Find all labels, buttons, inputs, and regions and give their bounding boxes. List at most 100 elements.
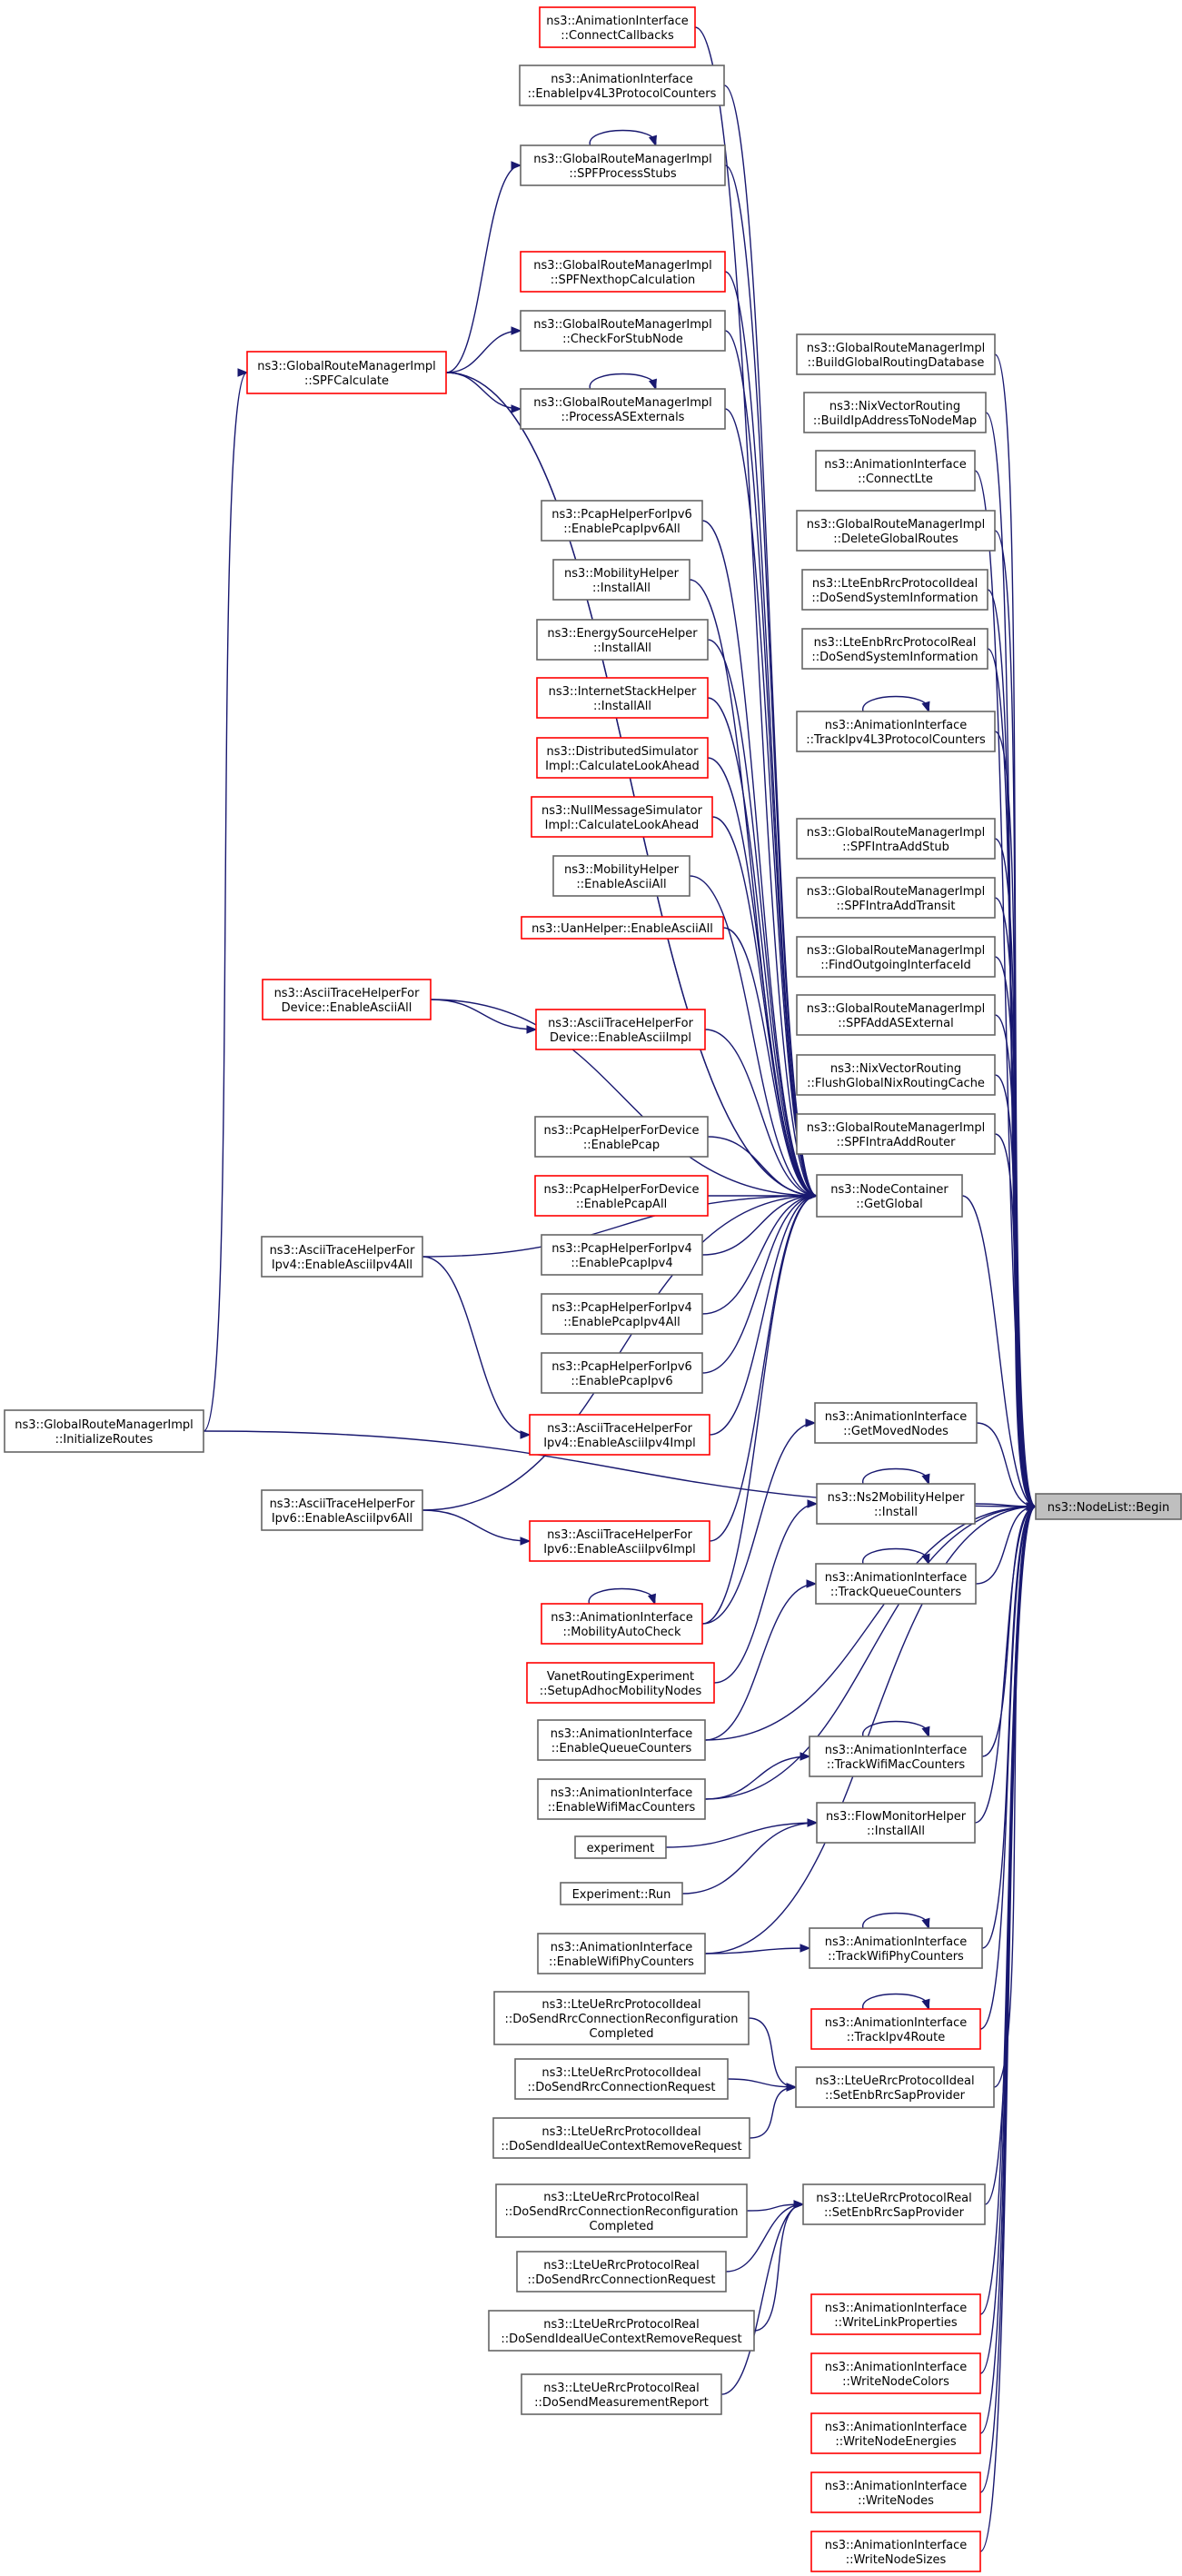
node-idealreconf[interactable]: ns3::LteUeRrcProtocolIdeal::DoSendRrcCon… bbox=[493, 1991, 750, 2045]
node-realremove[interactable]: ns3::LteUeRrcProtocolReal::DoSendIdealUe… bbox=[488, 2310, 755, 2352]
node-spfrouter[interactable]: ns3::GlobalRouteManagerImpl::SPFIntraAdd… bbox=[796, 1113, 996, 1155]
node-spfaddas[interactable]: ns3::GlobalRouteManagerImpl::SPFAddASExt… bbox=[796, 994, 996, 1036]
node-delglobal[interactable]: ns3::GlobalRouteManagerImpl::DeleteGloba… bbox=[796, 510, 996, 552]
node-ns2mob[interactable]: ns3::Ns2MobilityHelper::Install bbox=[816, 1483, 976, 1525]
arrow-head bbox=[511, 161, 522, 170]
node-pcapipv6all[interactable]: ns3::PcapHelperForIpv6::EnablePcapIpv6Al… bbox=[541, 500, 703, 542]
edge-path bbox=[422, 1195, 818, 1258]
edge-path bbox=[589, 129, 657, 146]
node-label: ns3::PcapHelperForDevice bbox=[544, 1183, 700, 1197]
node-enipv4l3[interactable]: ns3::AnimationInterface::EnableIpv4L3Pro… bbox=[519, 65, 725, 106]
node-label: ns3::LteUeRrcProtocolIdeal bbox=[541, 1998, 700, 2012]
node-ipv4asciiall[interactable]: ns3::AsciiTraceHelperForIpv4::EnableAsci… bbox=[261, 1236, 423, 1278]
node-label: ns3::MobilityHelper bbox=[564, 567, 680, 581]
node-trackwifimac[interactable]: ns3::AnimationInterface::TrackWifiMacCou… bbox=[809, 1736, 983, 1777]
node-idealsap[interactable]: ns3::LteUeRrcProtocolIdeal::SetEnbRrcSap… bbox=[795, 2066, 995, 2108]
node-devasciiall[interactable]: ns3::AsciiTraceHelperForDevice::EnableAs… bbox=[262, 979, 432, 1020]
node-realreq[interactable]: ns3::LteUeRrcProtocolReal::DoSendRrcConn… bbox=[516, 2251, 727, 2293]
node-label: ns3::LteUeRrcProtocolReal bbox=[816, 2192, 972, 2205]
node-spfstub[interactable]: ns3::GlobalRouteManagerImpl::SPFIntraAdd… bbox=[796, 818, 996, 860]
edge-mobauto-to-mobauto bbox=[588, 1587, 657, 1606]
node-enbreal[interactable]: ns3::LteEnbRrcProtocolReal::DoSendSystem… bbox=[801, 628, 988, 670]
node-realsap[interactable]: ns3::LteUeRrcProtocolReal::SetEnbRrcSapP… bbox=[802, 2183, 986, 2225]
node-label: ns3::GlobalRouteManagerImpl bbox=[807, 342, 986, 355]
node-getglobal[interactable]: ns3::NodeContainer::GetGlobal bbox=[816, 1174, 963, 1218]
node-label: ns3::AnimationInterface bbox=[546, 15, 689, 28]
node-enbideal[interactable]: ns3::LteEnbRrcProtocolIdeal::DoSendSyste… bbox=[801, 569, 988, 611]
node-box bbox=[541, 1603, 703, 1645]
node-connectlte[interactable]: ns3::AnimationInterface::ConnectLte bbox=[815, 450, 976, 492]
node-label: ns3::GlobalRouteManagerImpl bbox=[807, 518, 986, 532]
node-writecolors[interactable]: ns3::AnimationInterface::WriteNodeColors bbox=[810, 2352, 981, 2394]
node-idealremove[interactable]: ns3::LteUeRrcProtocolIdeal::DoSendIdealU… bbox=[492, 2117, 750, 2159]
node-box bbox=[796, 1113, 996, 1155]
node-mobauto[interactable]: ns3::AnimationInterface::MobilityAutoChe… bbox=[541, 1603, 703, 1645]
edge-idealremove-to-idealsap bbox=[749, 2083, 798, 2139]
node-spfnexthop[interactable]: ns3::GlobalRouteManagerImpl::SPFNexthopC… bbox=[520, 251, 726, 293]
node-label: ns3::GlobalRouteManagerImpl bbox=[533, 259, 712, 273]
node-writelink[interactable]: ns3::AnimationInterface::WriteLinkProper… bbox=[810, 2293, 981, 2335]
node-devpcapall[interactable]: ns3::PcapHelperForDevice::EnablePcapAll bbox=[534, 1175, 709, 1217]
edge-path bbox=[422, 1509, 531, 1542]
node-buildglobal[interactable]: ns3::GlobalRouteManagerImpl::BuildGlobal… bbox=[796, 333, 996, 375]
node-writesizes[interactable]: ns3::AnimationInterface::WriteNodeSizes bbox=[810, 2531, 981, 2572]
node-trackqueue[interactable]: ns3::AnimationInterface::TrackQueueCount… bbox=[815, 1563, 977, 1605]
node-init[interactable]: ns3::GlobalRouteManagerImpl::InitializeR… bbox=[4, 1409, 204, 1453]
node-devpcap[interactable]: ns3::PcapHelperForDevice::EnablePcap bbox=[534, 1116, 709, 1158]
node-exprun[interactable]: Experiment::Run bbox=[560, 1882, 683, 1905]
node-trackipv4l3[interactable]: ns3::AnimationInterface::TrackIpv4L3Prot… bbox=[796, 711, 996, 752]
node-label: ::DoSendIdealUeContextRemoveRequest bbox=[501, 2332, 741, 2346]
node-box bbox=[802, 2183, 986, 2225]
node-mobascii[interactable]: ns3::MobilityHelper::EnableAsciiAll bbox=[552, 855, 690, 897]
node-label: Experiment::Run bbox=[572, 1888, 671, 1902]
node-enqueue[interactable]: ns3::AnimationInterface::EnableQueueCoun… bbox=[537, 1719, 706, 1761]
node-distsim[interactable]: ns3::DistributedSimulatorImpl::Calculate… bbox=[536, 737, 709, 779]
node-trackwifiphy[interactable]: ns3::AnimationInterface::TrackWifiPhyCou… bbox=[809, 1927, 983, 1969]
node-ipv6asciiall[interactable]: ns3::AsciiTraceHelperForIpv6::EnableAsci… bbox=[261, 1489, 423, 1531]
node-findout[interactable]: ns3::GlobalRouteManagerImpl::FindOutgoin… bbox=[796, 936, 996, 978]
node-realmeas[interactable]: ns3::LteUeRrcProtocolReal::DoSendMeasure… bbox=[521, 2373, 722, 2415]
node-writeenergies[interactable]: ns3::AnimationInterface::WriteNodeEnergi… bbox=[810, 2412, 981, 2454]
node-box bbox=[539, 6, 696, 48]
node-nixbuild[interactable]: ns3::NixVectorRouting::BuildIpAddressToN… bbox=[803, 392, 987, 433]
node-enwifimac[interactable]: ns3::AnimationInterface::EnableWifiMacCo… bbox=[537, 1778, 706, 1820]
node-flowmon[interactable]: ns3::FlowMonitorHelper::InstallAll bbox=[816, 1802, 976, 1844]
node-ipv4asciiimpl[interactable]: ns3::AsciiTraceHelperForIpv4::EnableAsci… bbox=[529, 1414, 710, 1456]
node-spfcalc[interactable]: ns3::GlobalRouteManagerImpl::SPFCalculat… bbox=[246, 351, 447, 394]
node-getmoved[interactable]: ns3::AnimationInterface::GetMovedNodes bbox=[814, 1402, 978, 1444]
edge-path bbox=[711, 816, 818, 1197]
edge-trackipv4l3-to-trackipv4l3 bbox=[862, 695, 930, 713]
node-pcapipv4all[interactable]: ns3::PcapHelperForIpv4::EnablePcapIpv4Al… bbox=[541, 1293, 703, 1335]
node-energy[interactable]: ns3::EnergySourceHelper::InstallAll bbox=[536, 619, 709, 661]
node-experiment[interactable]: experiment bbox=[574, 1835, 667, 1859]
node-inetstack[interactable]: ns3::InternetStackHelper::InstallAll bbox=[536, 677, 709, 719]
node-box bbox=[541, 1234, 703, 1276]
node-nixflush[interactable]: ns3::NixVectorRouting::FlushGlobalNixRou… bbox=[796, 1054, 996, 1096]
node-box bbox=[810, 2293, 981, 2335]
node-connectcb[interactable]: ns3::AnimationInterface::ConnectCallback… bbox=[539, 6, 696, 48]
node-spftransit[interactable]: ns3::GlobalRouteManagerImpl::SPFIntraAdd… bbox=[796, 877, 996, 919]
node-pcapipv4[interactable]: ns3::PcapHelperForIpv4::EnablePcapIpv4 bbox=[541, 1234, 703, 1276]
arrow-head bbox=[647, 1593, 657, 1606]
node-ipv6asciiimpl[interactable]: ns3::AsciiTraceHelperForIpv6::EnableAsci… bbox=[529, 1520, 710, 1562]
node-root[interactable]: ns3::NodeList::Begin bbox=[1035, 1493, 1182, 1520]
node-label: ::SPFProcessStubs bbox=[569, 167, 676, 181]
node-checkstub[interactable]: ns3::GlobalRouteManagerImpl::CheckForStu… bbox=[520, 310, 726, 352]
node-nullmsg[interactable]: ns3::NullMessageSimulatorImpl::Calculate… bbox=[531, 796, 713, 838]
node-spfproc[interactable]: ns3::GlobalRouteManagerImpl::SPFProcessS… bbox=[520, 144, 726, 186]
node-idealreq[interactable]: ns3::LteUeRrcProtocolIdeal::DoSendRrcCon… bbox=[514, 2058, 729, 2100]
node-box bbox=[519, 65, 725, 106]
node-mobinst[interactable]: ns3::MobilityHelper::InstallAll bbox=[552, 559, 690, 601]
node-enwifiphy[interactable]: ns3::AnimationInterface::EnableWifiPhyCo… bbox=[537, 1933, 706, 1974]
node-procas[interactable]: ns3::GlobalRouteManagerImpl::ProcessASEx… bbox=[520, 388, 726, 430]
node-writenodes[interactable]: ns3::AnimationInterface::WriteNodes bbox=[810, 2472, 981, 2513]
node-label: ns3::UanHelper::EnableAsciiAll bbox=[531, 922, 713, 936]
node-realreconf[interactable]: ns3::LteUeRrcProtocolReal::DoSendRrcConn… bbox=[495, 2183, 748, 2238]
edge-path bbox=[704, 1947, 810, 1954]
node-pcapipv6[interactable]: ns3::PcapHelperForIpv6::EnablePcapIpv6 bbox=[541, 1352, 703, 1394]
node-trackipv4route[interactable]: ns3::AnimationInterface::TrackIpv4Route bbox=[810, 2008, 981, 2050]
edge-trackwifimac-to-trackwifimac bbox=[862, 1720, 930, 1738]
node-uanascii[interactable]: ns3::UanHelper::EnableAsciiAll bbox=[521, 916, 724, 940]
node-devasciiimpl[interactable]: ns3::AsciiTraceHelperForDevice::EnableAs… bbox=[535, 1009, 706, 1050]
node-vanet[interactable]: VanetRoutingExperiment::SetupAdhocMobili… bbox=[526, 1662, 715, 1704]
